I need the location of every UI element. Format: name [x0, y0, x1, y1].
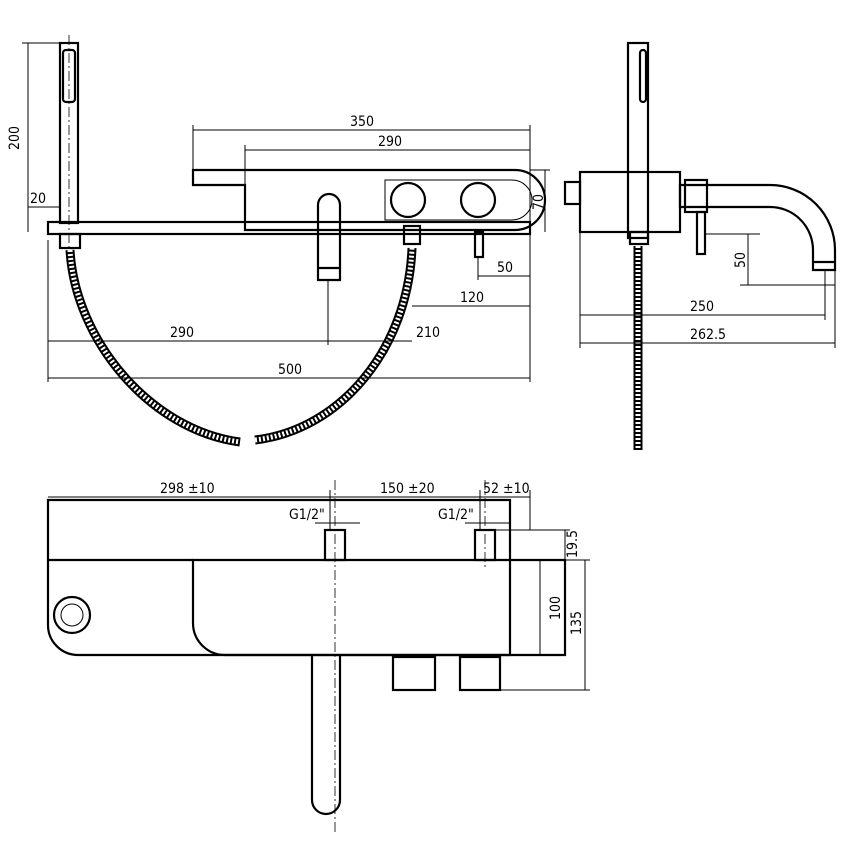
dim-label: 262.5 [690, 327, 726, 343]
hose-outlet [52, 595, 92, 635]
hose-left [65, 249, 241, 447]
dim-label: 290 [170, 325, 194, 341]
dim-label: 500 [278, 362, 302, 378]
dim-label: 120 [460, 290, 484, 306]
dim-label: 150 ±20 [380, 481, 435, 497]
dim-label: 135 [569, 611, 585, 635]
side-view: 50 250 262.5 [563, 41, 837, 450]
mixer-body-plan [46, 498, 567, 657]
handle-right [459, 181, 497, 219]
spout [678, 183, 837, 272]
hose-right [254, 247, 417, 445]
dim-label: 298 ±10 [160, 481, 215, 497]
spout-plan [310, 655, 342, 816]
handle-plan-right [458, 655, 502, 692]
dim-label: 290 [378, 134, 402, 150]
dim-label: 250 [690, 299, 714, 315]
deck-plate [46, 220, 532, 236]
handle-left [389, 181, 427, 219]
spout-tube [316, 192, 342, 282]
dim-label: 210 [416, 325, 440, 341]
plan-view: 298 ±10 150 ±20 52 ±10 G1/2" G1/2" 19.5 … [46, 480, 590, 835]
dim-label: 350 [350, 114, 374, 130]
thread-label: G1/2" [289, 507, 325, 523]
dim-label: 52 ±10 [483, 481, 530, 497]
dim-label: 100 [548, 596, 564, 620]
mixer-body [578, 170, 682, 234]
dim-label: 70 [531, 194, 547, 210]
top-view: 200 20 350 290 70 50 120 290 210 500 [7, 35, 550, 447]
hand-shower [626, 41, 650, 240]
dim-label: 200 [7, 126, 23, 150]
handle-plan-left [391, 655, 437, 692]
dim-label: 20 [30, 191, 46, 207]
dim-label: 19.5 [565, 530, 581, 558]
spout-body [191, 168, 547, 232]
dim-label: 50 [497, 260, 513, 276]
dim-label: 50 [733, 252, 749, 268]
thread-label: G1/2" [438, 507, 474, 523]
